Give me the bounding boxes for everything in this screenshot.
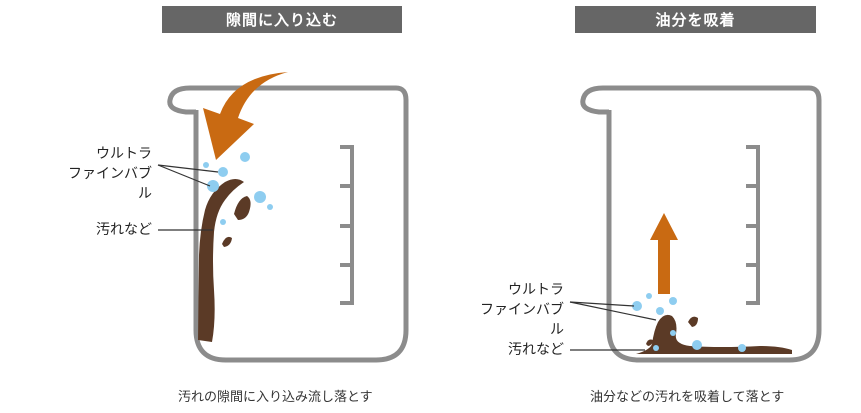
scale-marks-left: [340, 145, 354, 305]
beaker-right: [580, 85, 822, 363]
bubble-label-left: ウルトラ ファインバブル: [60, 144, 152, 204]
arrow-lift-up-icon: [650, 213, 678, 294]
bubble-label-right-line1: ウルトラ: [508, 282, 564, 298]
panel-right-title: 油分を吸着: [575, 6, 816, 33]
caption-left: 汚れの隙間に入り込み流し落とす: [178, 390, 373, 405]
scale-marks-right: [746, 145, 760, 305]
dirt-right: [636, 314, 792, 354]
dirt-label-left: 汚れなど: [96, 222, 152, 238]
dirt-label-right: 汚れなど: [508, 342, 564, 358]
bubble-label-left-line1: ウルトラ: [96, 146, 152, 162]
bubble-label-left-line2: ファインバブル: [68, 166, 152, 202]
panel-left-title: 隙間に入り込む: [162, 6, 402, 33]
leader-lines-right: [569, 301, 657, 351]
bubble-label-right-line2: ファインバブル: [480, 302, 564, 338]
beaker-left: [167, 85, 409, 363]
arrow-into-gap-icon: [203, 72, 288, 160]
bubbles-right: [632, 293, 746, 352]
caption-right: 油分などの汚れを吸着して落とす: [590, 390, 785, 405]
leader-lines-left: [157, 164, 219, 231]
dirt-left: [198, 179, 251, 342]
bubble-label-right: ウルトラ ファインバブル: [470, 280, 564, 340]
